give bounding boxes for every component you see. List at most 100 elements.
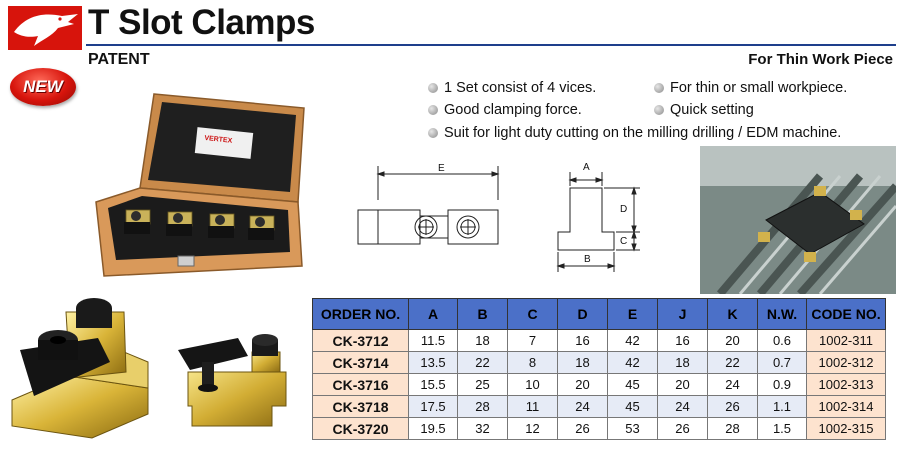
t-slot-clamp-photo [11, 298, 149, 439]
table-cell: 1.1 [757, 395, 807, 418]
table-cell: 0.9 [757, 373, 807, 396]
table-cell: 0.6 [757, 329, 807, 352]
table-cell: 22 [707, 351, 758, 374]
table-cell: 7 [507, 329, 558, 352]
column-header: ORDER NO. [312, 298, 409, 330]
dim-label-e: E [438, 163, 445, 174]
order-no-cell: CK-3720 [312, 417, 409, 440]
table-cell: 32 [457, 417, 508, 440]
table-cell: 42 [607, 329, 658, 352]
new-badge [10, 68, 76, 106]
bullet-icon [654, 105, 664, 115]
table-cell: 24 [557, 395, 608, 418]
feature-text: Suit for light duty cutting on the milli… [444, 125, 842, 141]
table-cell: 19.5 [408, 417, 458, 440]
table-cell: 0.7 [757, 351, 807, 374]
table-row: CK-3716 15.5 25 10 20 45 20 24 0.9 1002-… [312, 373, 886, 396]
spec-table: ORDER NO. A B C D E J K N.W. CODE NO. CK… [312, 298, 886, 440]
table-cell: 1.5 [757, 417, 807, 440]
table-cell: 25 [457, 373, 508, 396]
feature-item: Quick setting [654, 101, 754, 119]
order-no-cell: CK-3718 [312, 395, 409, 418]
code-no-cell: 1002-312 [806, 351, 886, 374]
table-row: CK-3712 11.5 18 7 16 42 16 20 0.6 1002-3… [312, 329, 886, 352]
table-row: CK-3714 13.5 22 8 18 42 18 22 0.7 1002-3… [312, 351, 886, 374]
table-cell: 45 [607, 373, 658, 396]
bullet-icon [428, 128, 438, 138]
table-cell: 42 [607, 351, 658, 374]
t-slot-clamp-side-photo [178, 334, 287, 427]
feature-item: For thin or small workpiece. [654, 79, 847, 97]
case-brand-label: VERTEX [204, 135, 233, 145]
table-row: CK-3718 17.5 28 11 24 45 24 26 1.1 1002-… [312, 395, 886, 418]
patent-label: PATENT [88, 51, 150, 68]
column-header: A [408, 298, 458, 330]
table-cell: 20 [657, 373, 708, 396]
table-cell: 20 [707, 329, 758, 352]
table-cell: 28 [457, 395, 508, 418]
table-cell: 18 [557, 351, 608, 374]
table-cell: 17.5 [408, 395, 458, 418]
column-header: N.W. [757, 298, 807, 330]
feature-text: Quick setting [670, 102, 754, 118]
table-cell: 45 [607, 395, 658, 418]
table-cell: 20 [557, 373, 608, 396]
feature-text: 1 Set consist of 4 vices. [444, 80, 597, 96]
code-no-cell: 1002-314 [806, 395, 886, 418]
table-cell: 16 [557, 329, 608, 352]
bullet-icon [654, 83, 664, 93]
table-cell: 18 [457, 329, 508, 352]
table-cell: 10 [507, 373, 558, 396]
table-row: CK-3720 19.5 32 12 26 53 26 28 1.5 1002-… [312, 417, 886, 440]
feature-item: 1 Set consist of 4 vices. [428, 79, 596, 97]
order-no-cell: CK-3716 [312, 373, 409, 396]
feature-text: Good clamping force. [444, 102, 582, 118]
column-header: K [707, 298, 758, 330]
table-cell: 53 [607, 417, 658, 440]
table-cell: 26 [657, 417, 708, 440]
table-cell: 26 [557, 417, 608, 440]
side-view-drawing [556, 172, 640, 272]
feature-text: For thin or small workpiece. [670, 80, 848, 96]
page-title: T Slot Clamps [88, 3, 315, 42]
feature-item: Suit for light duty cutting on the milli… [428, 124, 841, 142]
subtitle: For Thin Work Piece [748, 51, 893, 68]
title-divider [86, 44, 896, 46]
feature-item: Good clamping force. [428, 101, 582, 119]
new-badge-label: NEW [23, 77, 63, 96]
table-cell: 16 [657, 329, 708, 352]
order-no-cell: CK-3712 [312, 329, 409, 352]
wooden-case-photo: VERTEX [95, 93, 305, 277]
top-view-drawing [357, 166, 500, 245]
column-header: E [607, 298, 658, 330]
dim-label-a: A [583, 162, 590, 173]
table-cell: 12 [507, 417, 558, 440]
bullet-icon [428, 83, 438, 93]
bullet-icon [428, 105, 438, 115]
column-header: D [557, 298, 608, 330]
table-cell: 13.5 [408, 351, 458, 374]
code-no-cell: 1002-313 [806, 373, 886, 396]
table-cell: 24 [707, 373, 758, 396]
table-cell: 22 [457, 351, 508, 374]
table-cell: 26 [707, 395, 758, 418]
code-no-cell: 1002-315 [806, 417, 886, 440]
milling-machine-photo [700, 146, 896, 294]
table-cell: 11.5 [408, 329, 458, 352]
column-header: B [457, 298, 508, 330]
column-header: CODE NO. [806, 298, 886, 330]
dim-label-b: B [584, 254, 591, 265]
code-no-cell: 1002-311 [806, 329, 886, 352]
eagle-logo [8, 6, 82, 50]
dim-label-c: C [620, 236, 628, 247]
table-header-row: ORDER NO. A B C D E J K N.W. CODE NO. [312, 298, 886, 330]
table-cell: 11 [507, 395, 558, 418]
table-cell: 15.5 [408, 373, 458, 396]
dim-label-d: D [620, 204, 628, 215]
table-cell: 28 [707, 417, 758, 440]
order-no-cell: CK-3714 [312, 351, 409, 374]
table-cell: 24 [657, 395, 708, 418]
table-cell: 18 [657, 351, 708, 374]
table-cell: 8 [507, 351, 558, 374]
column-header: C [507, 298, 558, 330]
